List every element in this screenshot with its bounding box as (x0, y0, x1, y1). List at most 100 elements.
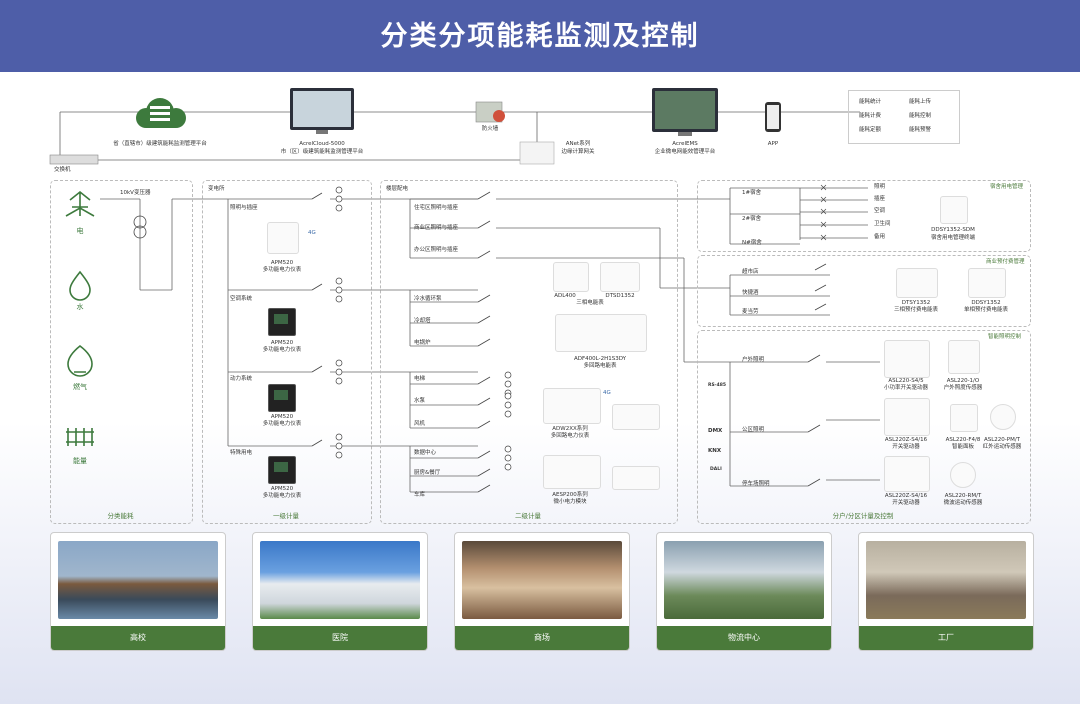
energy-section-title: 分类能耗 (107, 512, 134, 520)
lighting-device: ASL220-1/O (946, 378, 980, 384)
energy-water: 水 (76, 303, 84, 311)
level2-branch: 商业区照明与插座 (414, 225, 459, 231)
factory-image (866, 541, 1026, 619)
level2-section-title: 二级计量 (515, 512, 541, 520)
device-box (948, 340, 980, 374)
level2-branch: 住宅区照明与插座 (414, 205, 459, 211)
energy-section (50, 180, 193, 524)
cloud-icon (136, 98, 186, 128)
ems-sub: 企业微电网能效管理平台 (654, 149, 716, 155)
scenario-card[interactable]: 工厂 (858, 532, 1034, 651)
device-box (950, 404, 978, 432)
device-box (612, 466, 660, 490)
level2-branch: 电锅炉 (414, 340, 431, 346)
protocol-label: KNX (708, 448, 722, 454)
commerce-device: DTSY1352 (901, 300, 931, 306)
feature-item: 能耗定额 (859, 127, 882, 133)
device-box (884, 398, 930, 436)
commerce-load: 麦当劳 (742, 309, 759, 315)
ems-label: AcrelEMS (672, 141, 698, 147)
dorm-load: 备用 (874, 234, 886, 240)
feature-item: 能耗计费 (859, 113, 882, 119)
meter-model: APM520 (270, 486, 294, 492)
device-box (940, 196, 968, 224)
meter-desc: 多功能电力仪表 (262, 267, 302, 273)
lighting-device: 户外照度传感器 (943, 385, 983, 391)
lighting-device: ASL220Z-S4/16 (884, 493, 928, 499)
commerce-title: 商业预付费管理 (986, 259, 1025, 265)
meter-device (268, 308, 296, 336)
device-box (884, 340, 930, 378)
lighting-circuit: 户外照明 (742, 357, 765, 363)
dorm-load: 照明 (874, 184, 886, 190)
feature-item: 能耗预警 (909, 127, 932, 133)
level2-branch: 冷却塔 (414, 318, 431, 324)
dorm-floor: 1#宿舍 (742, 190, 762, 196)
protocol-label: DMX (708, 428, 723, 434)
scenario-card[interactable]: 商场 (454, 532, 630, 651)
device-label: DTSD1352 (605, 293, 635, 299)
device-label: ADL400 (554, 293, 576, 299)
commerce-device: 单相预付费电能表 (963, 307, 1009, 313)
dorm-load: 空调 (874, 208, 886, 214)
device-box (543, 388, 601, 424)
card-label: 高校 (51, 626, 225, 650)
device-box (884, 456, 930, 492)
dorm-load: 插座 (874, 196, 886, 202)
level2-branch: 办公区照明与插座 (414, 247, 459, 253)
meter-desc: 多功能电力仪表 (262, 421, 302, 427)
level1-header: 变电所 (208, 186, 225, 192)
level2-section (380, 180, 678, 524)
commerce-load: 超市店 (742, 269, 759, 275)
level1-branch: 特殊用电 (230, 450, 253, 456)
switch-label: 交换机 (54, 167, 71, 173)
device-label: 多回路电力仪表 (550, 433, 590, 439)
commerce-section (697, 255, 1031, 327)
energy-heat: 能量 (73, 457, 87, 465)
lighting-device: 红外运动传感器 (982, 444, 1022, 450)
device-label: 微小电力模块 (553, 499, 587, 505)
page-title: 分类分项能耗监测及控制 (380, 21, 700, 52)
feature-item: 能耗上传 (909, 99, 932, 105)
firewall-label: 防火墙 (481, 126, 499, 132)
lighting-title: 智能照明控制 (988, 334, 1022, 340)
protocol-label: DALI (710, 467, 722, 472)
commerce-device: 三相预付费电能表 (893, 307, 939, 313)
level2-branch: 电梯 (414, 376, 426, 382)
lighting-device: 开关驱动器 (892, 500, 920, 506)
meter-device (268, 384, 296, 412)
level1-branch: 照明与插座 (230, 205, 258, 211)
scenario-card[interactable]: 医院 (252, 532, 428, 651)
level1-branch: 动力系统 (230, 376, 253, 382)
energy-gas: 燃气 (73, 383, 87, 391)
lighting-device: 微波运动传感器 (943, 500, 983, 506)
mall-image (462, 541, 622, 619)
lighting-device: ASL220-S4/5 (888, 378, 924, 384)
device-label: 多回路电能表 (583, 363, 617, 369)
feature-box: 能耗统计 能耗上传 能耗计费 能耗控制 能耗定额 能耗预警 (848, 90, 960, 144)
lighting-circuit: 停车场照明 (742, 481, 770, 487)
commerce-device: DDSY1352 (971, 300, 1001, 306)
device-box (612, 404, 660, 430)
device-label: 三相电能表 (576, 300, 604, 306)
wireless-label: 4G (308, 230, 316, 236)
sensor-device (950, 462, 976, 488)
right-section-title: 分户/分区计量及控制 (832, 512, 894, 520)
meter-model: APM520 (270, 340, 294, 346)
meter-desc: 多功能电力仪表 (262, 493, 302, 499)
lighting-device: ASL220-PM/T (983, 437, 1021, 443)
anet-sub: 边缘计算网关 (561, 149, 595, 155)
level2-header: 楼层配电 (386, 186, 409, 192)
meter-model: APM520 (270, 260, 294, 266)
logistics-image (664, 541, 824, 619)
protocol-label: RS-485 (708, 383, 726, 388)
commerce-load: 快捷酒 (742, 290, 759, 296)
device-box (555, 314, 647, 352)
lighting-device: ASL220Z-S4/16 (884, 437, 928, 443)
device-box (896, 268, 938, 298)
scenario-card[interactable]: 物流中心 (656, 532, 832, 651)
device-box (968, 268, 1006, 298)
scenario-card[interactable]: 高校 (50, 532, 226, 651)
device-box (553, 262, 589, 292)
